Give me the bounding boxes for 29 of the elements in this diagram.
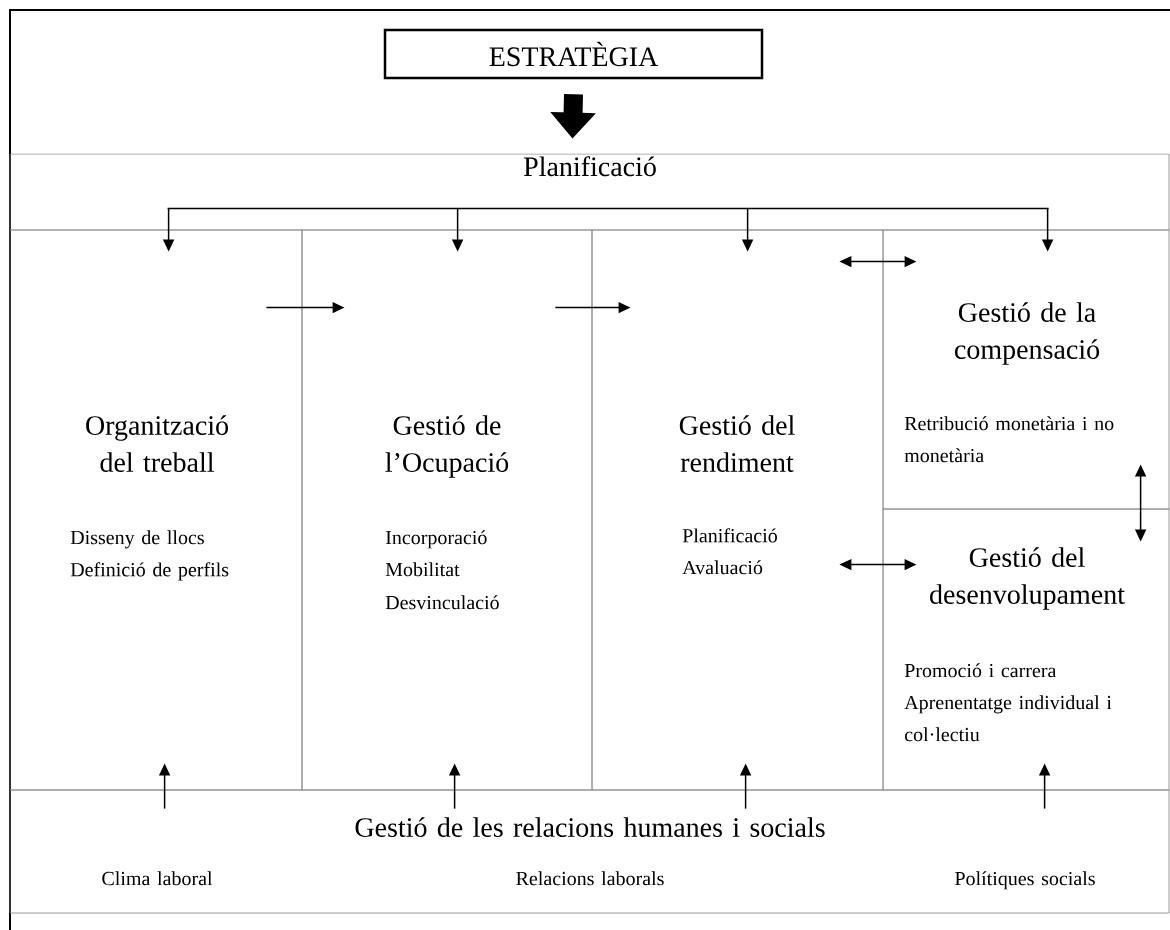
- cell-heading: Gestió del desenvolupament: [930, 547, 1125, 610]
- band-item: Relacions laborals: [516, 871, 664, 886]
- table-cell: [591, 229, 884, 791]
- list-item: Promoció i carrera: [904, 663, 1057, 678]
- band-heading: Gestió de les relacions humanes i socials: [355, 817, 825, 837]
- list-item: Retribució monetària i no monetària: [904, 416, 1114, 463]
- cell-heading: Gestió de la compensació: [955, 302, 1100, 365]
- bracket-line: [166, 207, 1050, 210]
- band-item: Polítiques socials: [955, 871, 1095, 890]
- title-box: ESTRATÈGIA: [383, 28, 764, 80]
- table-cell: [9, 229, 303, 791]
- cell-heading: Gestió de l’Ocupació: [385, 415, 509, 478]
- list-item: Desvinculació: [385, 595, 499, 610]
- row-band: [9, 789, 1170, 914]
- cell-heading: Gestió del rendiment: [679, 415, 795, 472]
- table-cell: [301, 229, 593, 791]
- list-item: Definició de perfils: [70, 562, 229, 581]
- list-item: Aprenentatge individual i col·lectiu: [904, 695, 1112, 742]
- table-cell: [882, 508, 1170, 791]
- list-item: Avaluació: [682, 560, 763, 575]
- list-item: Disseny de llocs: [70, 530, 204, 549]
- list-item: Incorporació: [385, 530, 487, 549]
- row-band: [9, 153, 1170, 231]
- list-item: Planificació: [682, 528, 777, 543]
- band-heading: Planificació: [523, 156, 656, 177]
- band-item: Clima laboral: [102, 871, 213, 886]
- table-cell: [882, 229, 1170, 510]
- cell-heading: Organització del treball: [86, 415, 228, 472]
- list-item: Mobilitat: [385, 562, 460, 577]
